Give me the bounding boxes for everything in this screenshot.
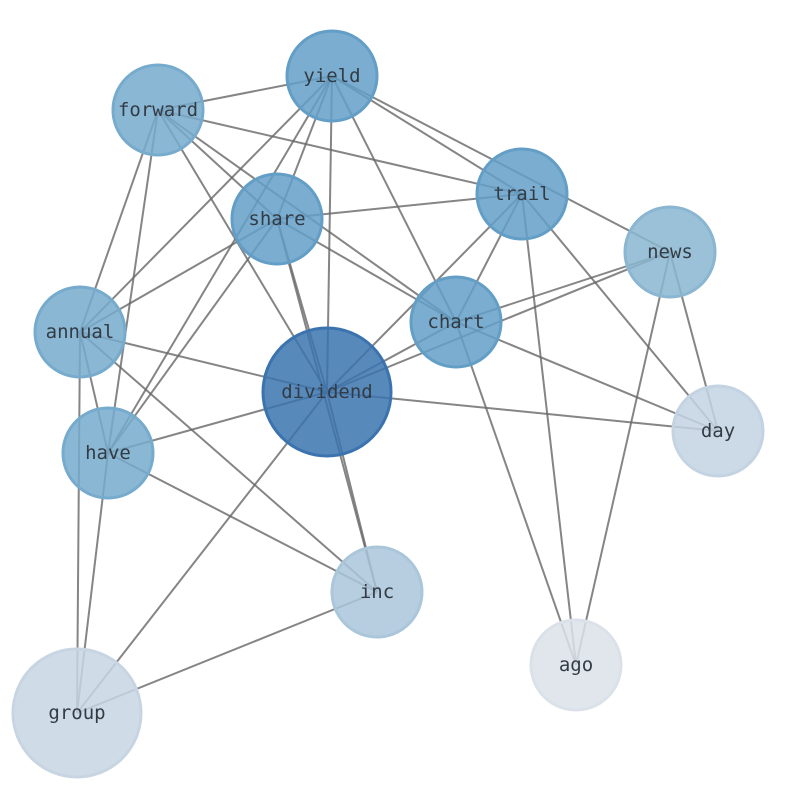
node-label: chart (427, 311, 484, 333)
node-label: news (647, 241, 693, 263)
edge-chart-day (455, 321, 719, 432)
edge-forward-trail (157, 109, 523, 195)
node-annual[interactable]: annual (33, 285, 127, 379)
edge-news-ago (575, 251, 671, 666)
node-label: ago (559, 654, 593, 676)
node-circle (61, 406, 155, 500)
edge-yield-annual (79, 75, 333, 333)
node-share[interactable]: share (230, 172, 324, 266)
edge-dividend-group (76, 391, 328, 714)
edge-trail-ago (521, 193, 577, 666)
node-trail[interactable]: trail (475, 147, 569, 241)
node-label: share (248, 208, 305, 230)
node-label: have (85, 442, 131, 464)
node-forward[interactable]: forward (111, 63, 205, 157)
nodes-layer: yield forward share trail news chart annual div… (11, 29, 765, 779)
node-label: day (701, 420, 735, 442)
edge-annual-inc (79, 331, 378, 593)
edge-have-inc (107, 452, 378, 593)
node-circle (111, 63, 205, 157)
edge-forward-have (107, 109, 159, 454)
node-yield[interactable]: yield (285, 29, 379, 123)
node-label: yield (303, 65, 360, 87)
node-label: trail (493, 183, 550, 205)
node-news[interactable]: news (623, 205, 717, 299)
node-circle (623, 205, 717, 299)
node-inc[interactable]: inc (330, 545, 424, 639)
node-label: forward (118, 99, 198, 121)
edge-trail-day (521, 193, 719, 432)
node-circle (529, 618, 623, 712)
node-circle (11, 647, 143, 779)
node-circle (475, 147, 569, 241)
node-circle (33, 285, 127, 379)
node-label: dividend (281, 381, 373, 403)
node-circle (409, 275, 503, 369)
node-chart[interactable]: chart (409, 275, 503, 369)
node-group[interactable]: group (11, 647, 143, 779)
edge-share-have (107, 218, 278, 454)
node-circle (285, 29, 379, 123)
node-label: group (48, 702, 105, 724)
node-circle (671, 384, 765, 478)
node-dividend[interactable]: dividend (261, 326, 393, 458)
node-circle (330, 545, 424, 639)
node-ago[interactable]: ago (529, 618, 623, 712)
node-label: inc (360, 581, 394, 603)
node-label: annual (46, 321, 115, 343)
node-day[interactable]: day (671, 384, 765, 478)
edge-chart-ago (455, 321, 577, 666)
node-circle (261, 326, 393, 458)
node-circle (230, 172, 324, 266)
node-have[interactable]: have (61, 406, 155, 500)
